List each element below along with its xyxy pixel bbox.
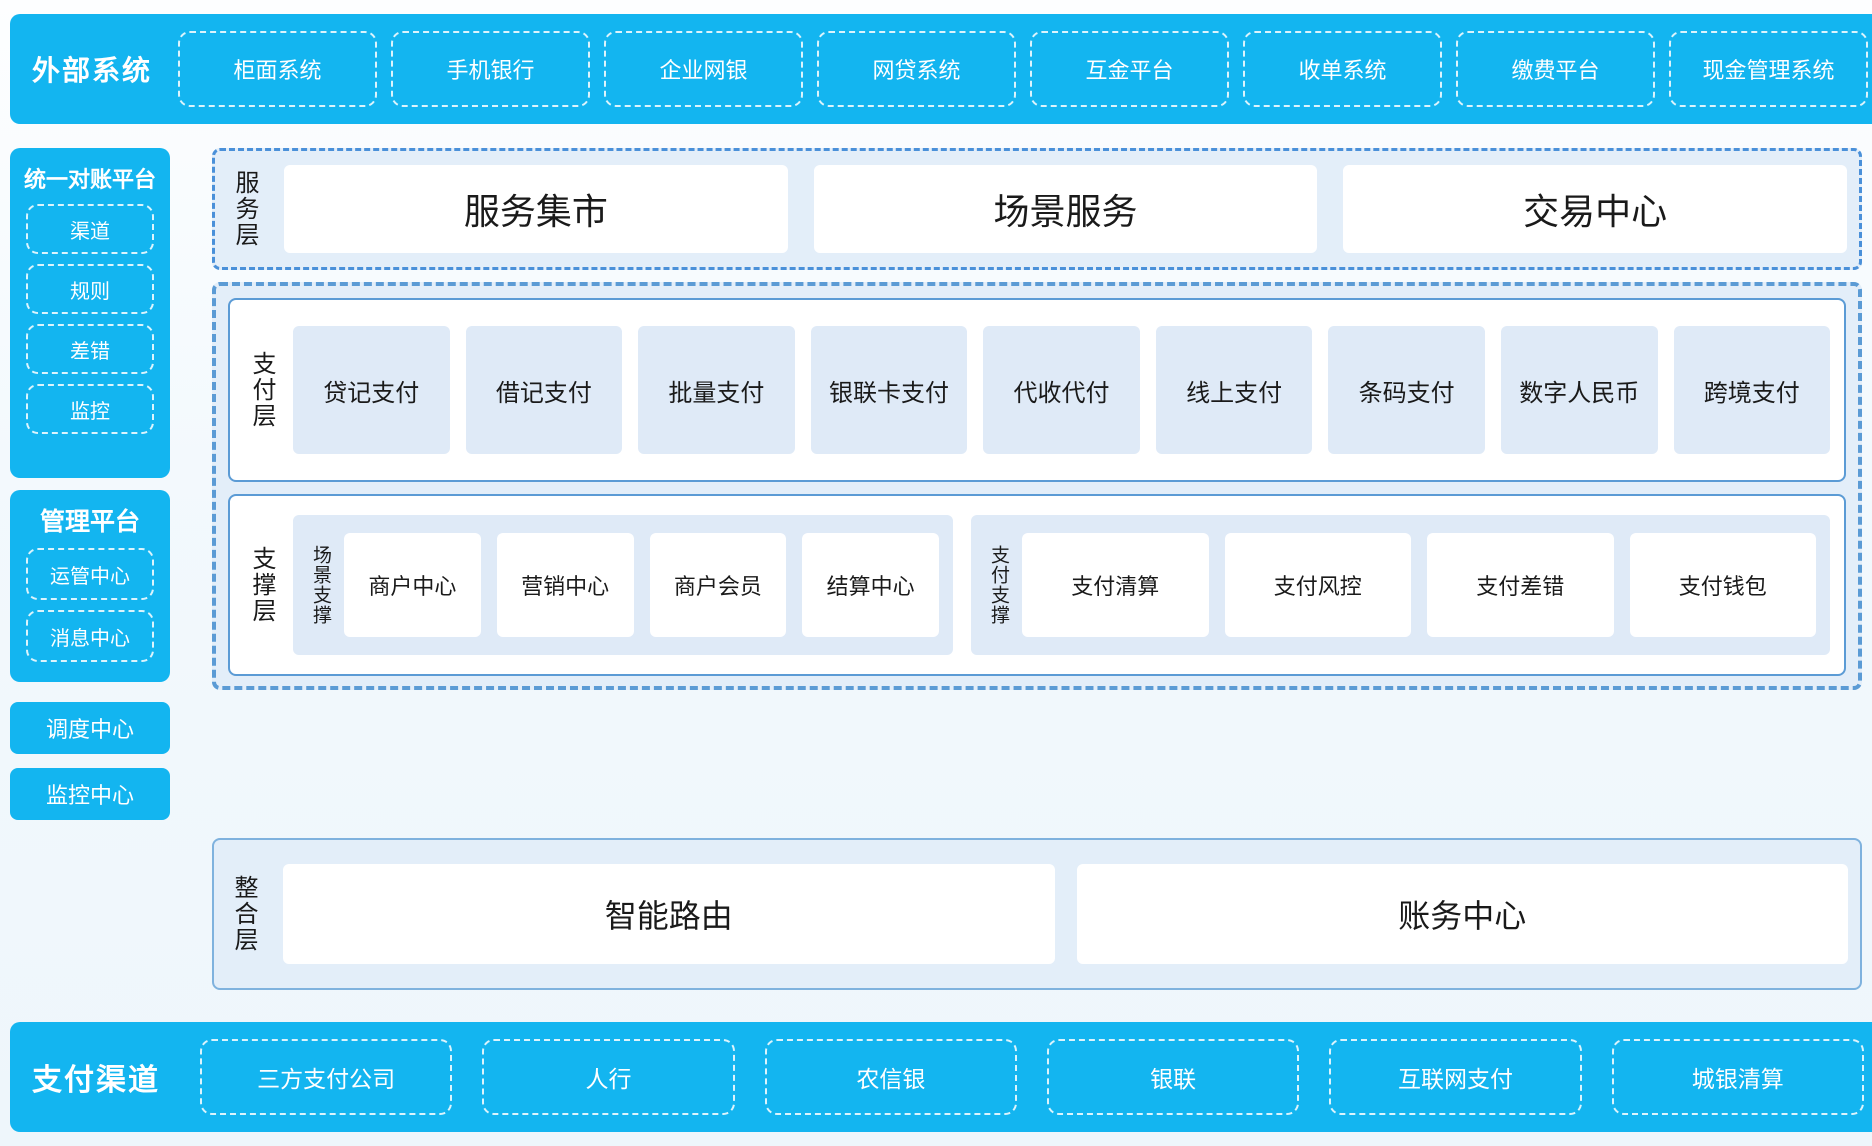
support-card-merchant-center[interactable]: 商户中心 — [344, 533, 481, 637]
payment-channels-list: 三方支付公司 人行 农信银 银联 互联网支付 城银清算 — [200, 1039, 1872, 1115]
payment-card-credit[interactable]: 贷记支付 — [293, 326, 450, 454]
external-system-item[interactable]: 企业网银 — [604, 31, 804, 107]
support-card-payment-clearing[interactable]: 支付清算 — [1022, 533, 1209, 637]
payment-channel-item[interactable]: 三方支付公司 — [200, 1039, 453, 1115]
payment-card-batch[interactable]: 批量支付 — [638, 326, 795, 454]
external-system-item[interactable]: 柜面系统 — [178, 31, 378, 107]
management-item-message-center[interactable]: 消息中心 — [26, 610, 154, 662]
management-items-list: 运管中心 消息中心 — [26, 548, 154, 662]
external-system-item[interactable]: 网贷系统 — [817, 31, 1017, 107]
support-card-payment-risk[interactable]: 支付风控 — [1224, 533, 1411, 637]
reconciliation-item-monitor[interactable]: 监控 — [26, 384, 154, 434]
management-item-operations-center[interactable]: 运管中心 — [26, 548, 154, 600]
monitoring-center-box[interactable]: 监控中心 — [10, 768, 170, 820]
payment-channels-title: 支付渠道 — [32, 1064, 160, 1097]
payment-channel-item[interactable]: 人行 — [482, 1039, 735, 1115]
service-layer-label: 服务层 — [231, 170, 258, 248]
support-layer-label: 支撑层 — [248, 546, 275, 624]
reconciliation-item-channel[interactable]: 渠道 — [26, 204, 154, 254]
integration-layer-label: 整合层 — [230, 875, 257, 953]
integration-layer-container: 整合层 智能路由 账务中心 — [212, 838, 1862, 990]
service-layer-container: 服务层 服务集市 场景服务 交易中心 — [212, 148, 1862, 270]
reconciliation-item-error[interactable]: 差错 — [26, 324, 154, 374]
external-system-item[interactable]: 互金平台 — [1030, 31, 1230, 107]
support-group-scenario-cards: 商户中心 营销中心 商户会员 结算中心 — [344, 533, 939, 637]
external-system-item[interactable]: 现金管理系统 — [1669, 31, 1869, 107]
integration-layer-cards: 智能路由 账务中心 — [283, 864, 1848, 964]
integration-card-smart-routing[interactable]: 智能路由 — [283, 864, 1055, 964]
payment-card-collection-payment[interactable]: 代收代付 — [983, 326, 1140, 454]
support-card-marketing-center[interactable]: 营销中心 — [496, 533, 634, 637]
support-group-payment-label: 支付支撑 — [988, 545, 1009, 625]
integration-card-accounting-center[interactable]: 账务中心 — [1076, 864, 1848, 964]
support-card-merchant-member[interactable]: 商户会员 — [649, 533, 787, 637]
management-platform-title: 管理平台 — [39, 508, 140, 536]
support-card-settlement-center[interactable]: 结算中心 — [802, 533, 939, 637]
external-system-item[interactable]: 手机银行 — [391, 31, 591, 107]
support-layer-groups: 场景支撑 商户中心 营销中心 商户会员 结算中心 支付支撑 支付清算 支付风控 … — [293, 515, 1830, 655]
payment-card-digital-rmb[interactable]: 数字人民币 — [1500, 326, 1658, 454]
external-systems-title: 外部系统 — [32, 55, 153, 86]
support-card-payment-wallet[interactable]: 支付钱包 — [1629, 533, 1816, 637]
reconciliation-items-list: 渠道 规则 差错 监控 — [26, 204, 154, 434]
management-platform-box: 管理平台 运管中心 消息中心 — [10, 490, 170, 682]
payment-card-debit[interactable]: 借记支付 — [465, 326, 623, 454]
support-group-scenario: 场景支撑 商户中心 营销中心 商户会员 结算中心 — [293, 515, 953, 655]
service-card-transaction-center[interactable]: 交易中心 — [1343, 165, 1848, 253]
payment-layer-label: 支付层 — [248, 351, 275, 429]
service-card-marketplace[interactable]: 服务集市 — [284, 165, 788, 253]
reconciliation-platform-title: 统一对账平台 — [23, 167, 156, 192]
external-system-item[interactable]: 缴费平台 — [1456, 31, 1656, 107]
external-system-item[interactable]: 收单系统 — [1243, 31, 1443, 107]
support-card-payment-error[interactable]: 支付差错 — [1427, 533, 1614, 637]
payment-channel-item[interactable]: 城银清算 — [1611, 1039, 1864, 1115]
scheduling-center-box[interactable]: 调度中心 — [10, 702, 170, 754]
external-systems-band: 外部系统 柜面系统 手机银行 企业网银 网贷系统 互金平台 收单系统 缴费平台 … — [10, 14, 1872, 124]
payment-card-barcode[interactable]: 条码支付 — [1328, 326, 1485, 454]
support-group-scenario-label: 场景支撑 — [310, 545, 331, 625]
payment-layer-cards: 贷记支付 借记支付 批量支付 银联卡支付 代收代付 线上支付 条码支付 数字人民… — [293, 326, 1831, 454]
external-systems-list: 柜面系统 手机银行 企业网银 网贷系统 互金平台 收单系统 缴费平台 现金管理系… — [178, 31, 1872, 107]
support-layer-panel: 支撑层 场景支撑 商户中心 营销中心 商户会员 结算中心 支付支撑 支付清算 — [228, 494, 1846, 676]
service-layer-cards: 服务集市 场景服务 交易中心 — [284, 165, 1848, 253]
payment-card-unionpay[interactable]: 银联卡支付 — [810, 326, 968, 454]
service-card-scenario[interactable]: 场景服务 — [813, 165, 1318, 253]
payment-channels-band: 支付渠道 三方支付公司 人行 农信银 银联 互联网支付 城银清算 — [10, 1022, 1872, 1132]
core-layers-container: 支付层 贷记支付 借记支付 批量支付 银联卡支付 代收代付 线上支付 条码支付 … — [212, 282, 1862, 690]
payment-card-cross-border[interactable]: 跨境支付 — [1673, 326, 1831, 454]
payment-channel-item[interactable]: 农信银 — [764, 1039, 1017, 1115]
reconciliation-item-rule[interactable]: 规则 — [26, 264, 154, 314]
unified-reconciliation-platform-box: 统一对账平台 渠道 规则 差错 监控 — [10, 148, 170, 478]
support-group-payment: 支付支撑 支付清算 支付风控 支付差错 支付钱包 — [971, 515, 1830, 655]
support-group-payment-cards: 支付清算 支付风控 支付差错 支付钱包 — [1022, 533, 1816, 637]
payment-channel-item[interactable]: 银联 — [1046, 1039, 1300, 1115]
payment-card-online[interactable]: 线上支付 — [1155, 326, 1313, 454]
payment-layer-panel: 支付层 贷记支付 借记支付 批量支付 银联卡支付 代收代付 线上支付 条码支付 … — [228, 298, 1846, 482]
payment-channel-item[interactable]: 互联网支付 — [1329, 1039, 1582, 1115]
